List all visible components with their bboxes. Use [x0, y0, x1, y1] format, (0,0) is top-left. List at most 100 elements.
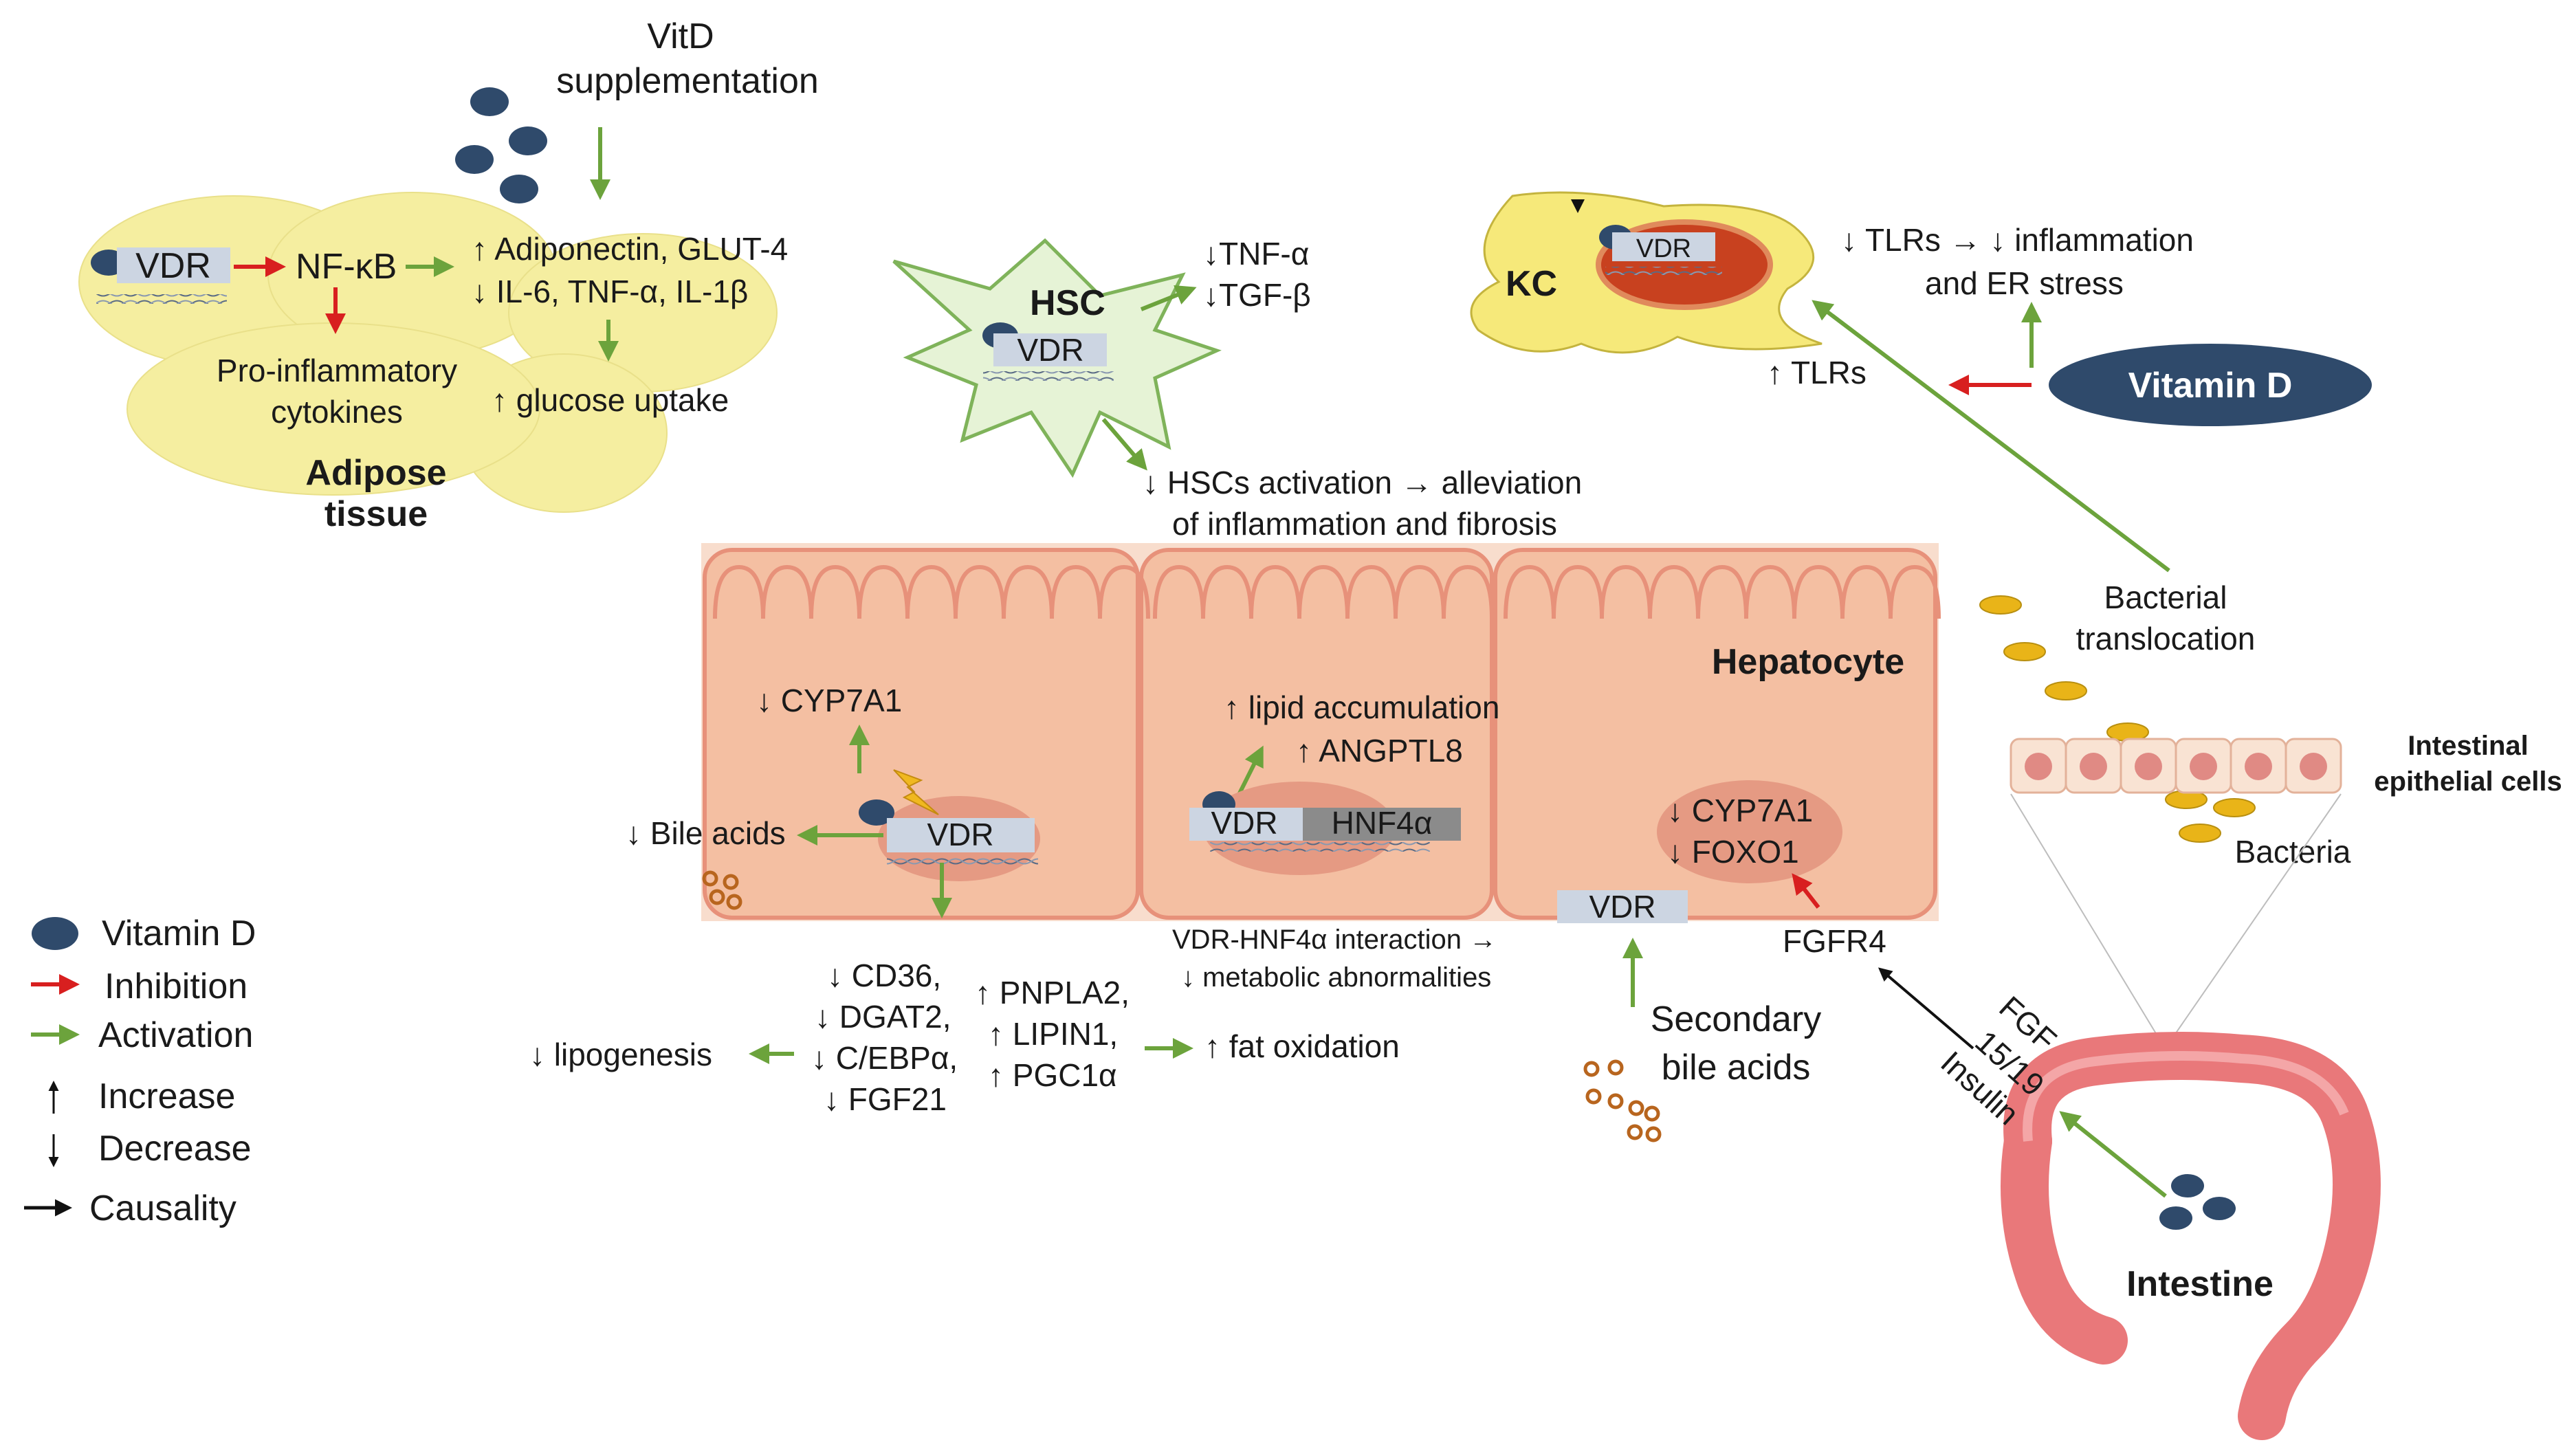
bile-dot-icon	[726, 894, 742, 910]
activation-arrow	[1235, 745, 1264, 799]
vitamin-d-dot-icon	[2171, 1174, 2204, 1197]
secondary-bile-acids: Secondary bile acids	[1583, 938, 1822, 1142]
kupffer-cell: KC VDR ↓ TLRs → ↓ inflammation and ER st…	[1470, 191, 2372, 426]
legend-label-causality: Causality	[89, 1189, 236, 1228]
bile-dot-icon	[1627, 1124, 1643, 1140]
hsc-activation-line2: of inflammation and fibrosis	[1172, 506, 1557, 542]
vitd-title-line2: supplementation	[556, 61, 819, 101]
right-nucleus	[1657, 780, 1842, 883]
bile-dot-icon	[1607, 1059, 1624, 1076]
bile-dot-icon	[1585, 1088, 1602, 1105]
pro-inflammatory-line1: Pro-inflammatory	[217, 353, 457, 388]
legend-label-increase: Increase	[98, 1076, 235, 1116]
bacterial-translocation-arrow	[1812, 300, 2170, 573]
adipose-title-line1: Adipose	[305, 453, 446, 493]
vitamin-d-dot-icon	[2159, 1206, 2192, 1230]
middle-vdr-box	[1189, 808, 1303, 841]
cd36-down: ↓ CD36,	[827, 958, 941, 993]
kc-vdr-box	[1612, 232, 1715, 261]
gut-region: Bacterial translocation Intestinal epith…	[1812, 300, 2562, 1440]
pgc1a-up: ↑ PGC1α	[988, 1057, 1117, 1093]
bacterial-line1: Bacterial	[2104, 579, 2227, 615]
kc-vitamin-d-label: Vitamin D	[2128, 366, 2293, 406]
activation-arrow	[1101, 418, 1147, 471]
interaction-line2: ↓ metabolic abnormalities	[1181, 962, 1491, 993]
vitamin-d-dot-icon	[2203, 1197, 2236, 1220]
kc-tlr-line2: and ER stress	[1925, 265, 2124, 301]
vitamin-d-dot-icon	[859, 799, 894, 826]
epithelial-line2: epithelial cells	[2374, 766, 2562, 797]
activation-arrow	[2059, 1111, 2167, 1198]
bile-dot-icon	[1607, 1093, 1624, 1109]
legend-label-inhibition: Inhibition	[104, 966, 247, 1006]
causality-arrow	[1878, 967, 1974, 1050]
legend-label-vitamin-d: Vitamin D	[102, 914, 256, 953]
middle-vdr-label: VDR	[1211, 805, 1277, 841]
intestine-icon	[2001, 1117, 2128, 1365]
right-cyp7a1: ↓ CYP7A1	[1667, 793, 1813, 828]
hsc-vdr-box	[993, 333, 1107, 366]
hsc-tnf: ↓TNF-α	[1203, 236, 1309, 272]
adipose-title-line2: tissue	[324, 494, 428, 534]
vitamin-d-dot-icon	[509, 126, 547, 155]
adipose-vdr-box	[117, 247, 230, 283]
adipose-effect2: ↓ IL-6, TNF-α, IL-1β	[472, 274, 748, 309]
bacterial-line2: translocation	[2076, 621, 2256, 656]
nfkb-label: NF-κB	[296, 247, 397, 287]
right-vdr-box	[1557, 890, 1688, 923]
bacteria-icon	[2179, 824, 2221, 843]
bile-acids-down: ↓ Bile acids	[626, 815, 786, 851]
bacteria-icon	[2003, 642, 2046, 661]
vitamin-d-dot-icon	[470, 87, 509, 116]
angptl8-up: ↑ ANGPTL8	[1296, 733, 1463, 769]
hnf4a-label: HNF4α	[1332, 805, 1433, 841]
left-vdr-box	[887, 818, 1035, 852]
dna-icon	[1210, 842, 1430, 852]
cebpa-down: ↓ C/EBPα,	[811, 1040, 958, 1076]
vitamin-d-dot-icon	[455, 145, 494, 174]
dgat2-down: ↓ DGAT2,	[815, 999, 951, 1035]
vitamin-d-oval	[2049, 344, 2372, 426]
bile-dot-icon	[1645, 1126, 1662, 1142]
activation-arrow	[1140, 285, 1197, 311]
interaction-line1: VDR-HNF4α interaction →	[1172, 925, 1497, 955]
glucose-uptake: ↑ glucose uptake	[492, 382, 729, 418]
microvilli	[1504, 564, 1941, 619]
zoom-line	[2172, 793, 2342, 1039]
right-foxo1: ↓ FOXO1	[1667, 834, 1799, 870]
hsc-activation-line1: ↓ HSCs activation → alleviation	[1143, 465, 1582, 500]
intestine-highlight	[2023, 1051, 2349, 1142]
left-vdr-label: VDR	[927, 817, 993, 852]
pnpla2-up: ↑ PNPLA2,	[975, 975, 1130, 1010]
kc-vdr-label: VDR	[1636, 234, 1691, 263]
left-cyp7a1: ↓ CYP7A1	[756, 683, 902, 718]
lipogenesis-down: ↓ lipogenesis	[529, 1037, 712, 1072]
bile-dot-icon	[723, 874, 739, 890]
bacteria-icon	[1979, 595, 2022, 615]
zoom-line	[2010, 793, 2159, 1039]
microvilli	[1153, 564, 1494, 619]
fgf21-down: ↓ FGF21	[824, 1081, 947, 1117]
dna-icon	[96, 294, 227, 304]
epithelial-line1: Intestinal	[2408, 731, 2529, 761]
microvilli	[713, 564, 1150, 619]
secondary-bile-line1: Secondary	[1651, 999, 1822, 1039]
hsc-title: HSC	[1030, 283, 1105, 323]
inhibition-arrow	[1792, 873, 1820, 909]
kc-title: KC	[1506, 264, 1557, 304]
lightning-icon	[893, 769, 939, 815]
bacteria-icon	[2213, 798, 2256, 817]
vitd-title-line1: VitD	[647, 16, 714, 56]
kc-pointer-icon	[1571, 199, 1585, 213]
adipose-effect1: ↑ Adiponectin, GLUT-4	[472, 231, 788, 267]
hepatocyte-row: Hepatocyte ↓ CYP7A1 VDR ↓ Bile acids ↑ l…	[626, 543, 1941, 959]
vitamin-d-dot-icon	[32, 917, 78, 950]
hepatic-stellate-cell: HSC VDR ↓TNF-α ↓TGF-β ↓ HSCs activation …	[892, 236, 1582, 542]
vitd-supplementation: VitD supplementation	[455, 16, 819, 203]
lipid-accumulation: ↑ lipid accumulation	[1224, 689, 1499, 725]
dna-icon	[887, 856, 1038, 865]
kc-tlr-up: ↑ TLRs	[1767, 355, 1867, 390]
bile-dot-icon	[709, 889, 725, 905]
hepatocyte-title: Hepatocyte	[1712, 642, 1904, 682]
